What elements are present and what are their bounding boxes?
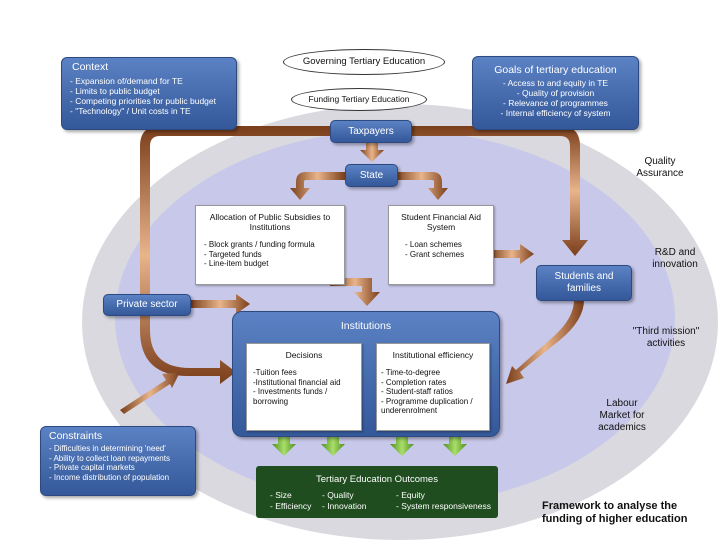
- constraints-title: Constraints: [49, 430, 103, 442]
- constraints-line: - Difficulties in determining 'need': [49, 444, 166, 453]
- state-label: State: [359, 170, 384, 181]
- context-title: Context: [72, 61, 109, 73]
- allocation-line: - Line-item budget: [204, 259, 269, 268]
- arrow-private-sector: [190, 294, 250, 314]
- goals-line: - Internal efficiency of system: [500, 108, 611, 118]
- arrow-green-4: [443, 436, 467, 456]
- arrow-taxpayers-state: [360, 140, 384, 162]
- governing-oval: Governing Tertiary Education: [283, 49, 445, 75]
- students-families-label: Students and families: [554, 271, 614, 294]
- arrow-green-2: [321, 436, 345, 456]
- governing-label: Governing Tertiary Education: [302, 56, 426, 67]
- arrow-state-allocation: [290, 172, 345, 200]
- student-aid-line: - Loan schemes: [405, 240, 462, 249]
- private-sector-label: Private sector: [116, 299, 178, 310]
- efficiency-line: - Time-to-degree: [381, 368, 441, 377]
- outcomes-item: - Equity: [396, 490, 425, 500]
- caption: Framework to analyse the funding of high…: [542, 500, 688, 525]
- arrow-left-loop: [140, 126, 330, 384]
- efficiency-line: - Student-staff ratios: [381, 387, 453, 396]
- allocation-lines: - Block grants / funding formula - Targe…: [196, 232, 344, 269]
- efficiency-line: underenrolment: [381, 406, 438, 415]
- decisions-line: - Investments funds /: [253, 387, 328, 396]
- arrow-green-1: [272, 436, 296, 456]
- goals-line: - Relevance of programmes: [503, 98, 608, 108]
- taxpayers-label: Taxpayers: [348, 126, 394, 137]
- arrow-green-3: [390, 436, 414, 456]
- context-box: Context - Expansion of/demand for TE - L…: [61, 57, 237, 130]
- outcomes-item: - Size: [270, 490, 292, 500]
- constraints-box: Constraints - Difficulties in determinin…: [40, 426, 196, 496]
- third-mission-label: "Third mission" activities: [632, 326, 700, 349]
- goals-line: - Access to and equity in TE: [502, 78, 609, 88]
- outcomes-item: - System responsiveness: [396, 501, 491, 511]
- funding-label: Funding Tertiary Education: [308, 94, 410, 104]
- context-line: - Competing priorities for public budget: [70, 96, 216, 106]
- decisions-box: Decisions -Tuition fees -Institutional f…: [246, 343, 362, 431]
- context-lines: - Expansion of/demand for TE - Limits to…: [62, 73, 236, 116]
- goals-line: - Quality of provision: [516, 88, 595, 98]
- efficiency-box: Institutional efficiency - Time-to-degre…: [376, 343, 490, 431]
- arrow-right-loop: [410, 126, 588, 256]
- goals-box: Goals of tertiary education - Access to …: [472, 56, 639, 130]
- outcomes-item: - Innovation: [322, 501, 367, 511]
- goals-title: Goals of tertiary education: [494, 64, 617, 76]
- arrow-constraints: [120, 372, 180, 414]
- context-line: - "Technology" / Unit costs in TE: [70, 106, 191, 116]
- arrow-students-institutions: [506, 300, 584, 384]
- efficiency-lines: - Time-to-degree - Completion rates - St…: [377, 360, 489, 416]
- constraints-lines: - Difficulties in determining 'need' - A…: [41, 442, 195, 482]
- constraints-line: - Income distribution of population: [49, 472, 170, 482]
- outcomes-col1: - Size - Efficiency: [270, 490, 311, 512]
- outcomes-item: - Quality: [322, 490, 354, 500]
- decisions-lines: -Tuition fees -Institutional financial a…: [247, 360, 361, 406]
- student-aid-lines: - Loan schemes - Grant schemes: [389, 232, 493, 259]
- outcomes-title: Tertiary Education Outcomes: [316, 474, 438, 485]
- state-box: State: [345, 164, 398, 187]
- context-line: - Limits to public budget: [70, 86, 160, 96]
- private-sector-box: Private sector: [103, 294, 191, 316]
- efficiency-title: Institutional efficiency: [392, 350, 474, 360]
- allocation-box: Allocation of Public Subsidies to Instit…: [195, 205, 345, 285]
- constraints-line: - Private capital markets: [49, 463, 135, 472]
- arrow-allocation-institutions: [330, 278, 380, 306]
- student-aid-box: Student Financial Aid System - Loan sche…: [388, 205, 494, 285]
- decisions-line: -Tuition fees: [253, 368, 297, 377]
- funding-oval: Funding Tertiary Education: [291, 88, 427, 111]
- efficiency-line: - Programme duplication /: [381, 396, 473, 406]
- student-aid-line: - Grant schemes: [405, 249, 465, 259]
- constraints-line: - Ability to collect loan repayments: [49, 453, 170, 463]
- efficiency-line: - Completion rates: [381, 377, 447, 387]
- decisions-line: borrowing: [253, 396, 289, 406]
- outcomes-item: - Efficiency: [270, 501, 312, 511]
- allocation-line: - Targeted funds: [204, 249, 262, 259]
- taxpayers-box: Taxpayers: [330, 120, 412, 143]
- quality-assurance-label: Quality Assurance: [636, 156, 684, 179]
- outcomes-col2: - Quality - Innovation: [322, 490, 366, 512]
- decisions-line: -Institutional financial aid: [253, 377, 341, 387]
- institutions-title: Institutions: [340, 320, 392, 332]
- students-families-box: Students and families: [536, 265, 632, 301]
- outcomes-col3: - Equity - System responsiveness: [396, 490, 491, 512]
- rd-innovation-label: R&D and innovation: [652, 247, 698, 270]
- labour-market-label: Labour Market for academics: [598, 398, 646, 433]
- arrow-aid-students: [490, 244, 534, 264]
- arrow-state-aid: [395, 172, 448, 200]
- student-aid-title: Student Financial Aid System: [401, 212, 481, 232]
- decisions-title: Decisions: [285, 350, 323, 360]
- outcomes-box: Tertiary Education Outcomes - Size - Eff…: [256, 466, 498, 518]
- context-line: - Expansion of/demand for TE: [70, 76, 183, 86]
- allocation-title: Allocation of Public Subsidies to Instit…: [209, 212, 331, 232]
- goals-lines: - Access to and equity in TE - Quality o…: [473, 76, 638, 118]
- allocation-line: - Block grants / funding formula: [204, 240, 315, 249]
